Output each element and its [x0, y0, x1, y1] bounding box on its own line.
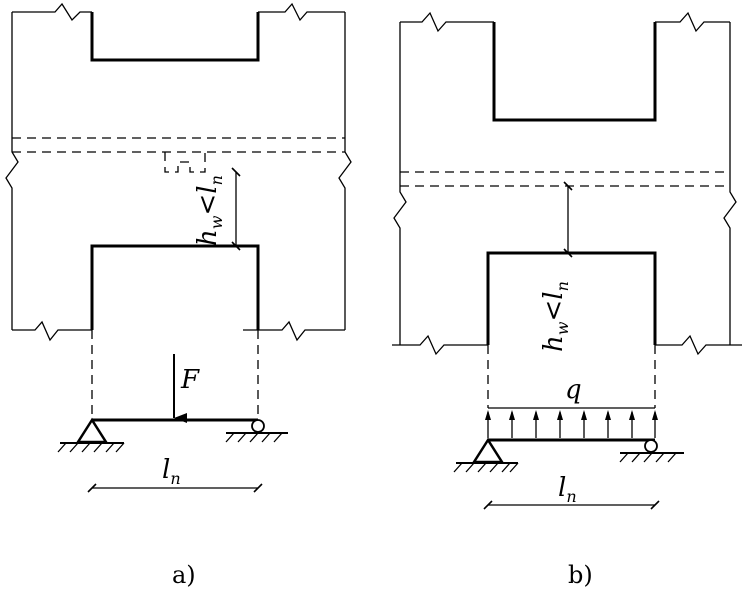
panel-b: hw<ln q ln b): [392, 11, 742, 589]
panel-b-caption: b): [568, 561, 593, 589]
load-arrowhead-6: [629, 410, 635, 420]
panel-b-floor-slab-dashed: [400, 171, 730, 187]
panel-a-wall-outline: [5, 2, 352, 342]
load-arrowhead-3: [557, 410, 563, 420]
panel-a-span-label: ln: [162, 455, 181, 488]
load-arrowhead-5: [605, 410, 611, 420]
panel-b-wall-outline: [392, 11, 742, 356]
load-arrowhead-0: [485, 410, 491, 420]
load-arrowhead-1: [509, 410, 515, 420]
panel-a-load-label: F: [180, 365, 200, 395]
panel-b-roller-support: [619, 439, 684, 463]
panel-b-distributed-load: [485, 407, 658, 438]
panel-a: F hw<ln ln a): [5, 2, 352, 589]
panel-a-roller-support: [225, 419, 288, 443]
load-arrowhead-7: [652, 410, 658, 420]
panel-b-pin-support: [453, 437, 519, 473]
panel-a-floor-slab-dashed: [12, 137, 345, 173]
panel-a-height-label: hw<ln: [193, 175, 226, 246]
panel-b-height-label: hw<ln: [539, 281, 572, 352]
panel-a-lower-opening: [90, 244, 260, 330]
panel-b-upper-opening: [492, 22, 657, 122]
load-arrowhead-2: [533, 410, 539, 420]
load-arrowhead-4: [581, 410, 587, 420]
panel-a-pin-support: [57, 417, 125, 453]
panel-b-load-label: q: [565, 375, 582, 405]
panel-a-caption: a): [172, 561, 196, 589]
panel-a-upper-opening: [90, 12, 260, 62]
panel-b-span-label: ln: [558, 473, 577, 506]
